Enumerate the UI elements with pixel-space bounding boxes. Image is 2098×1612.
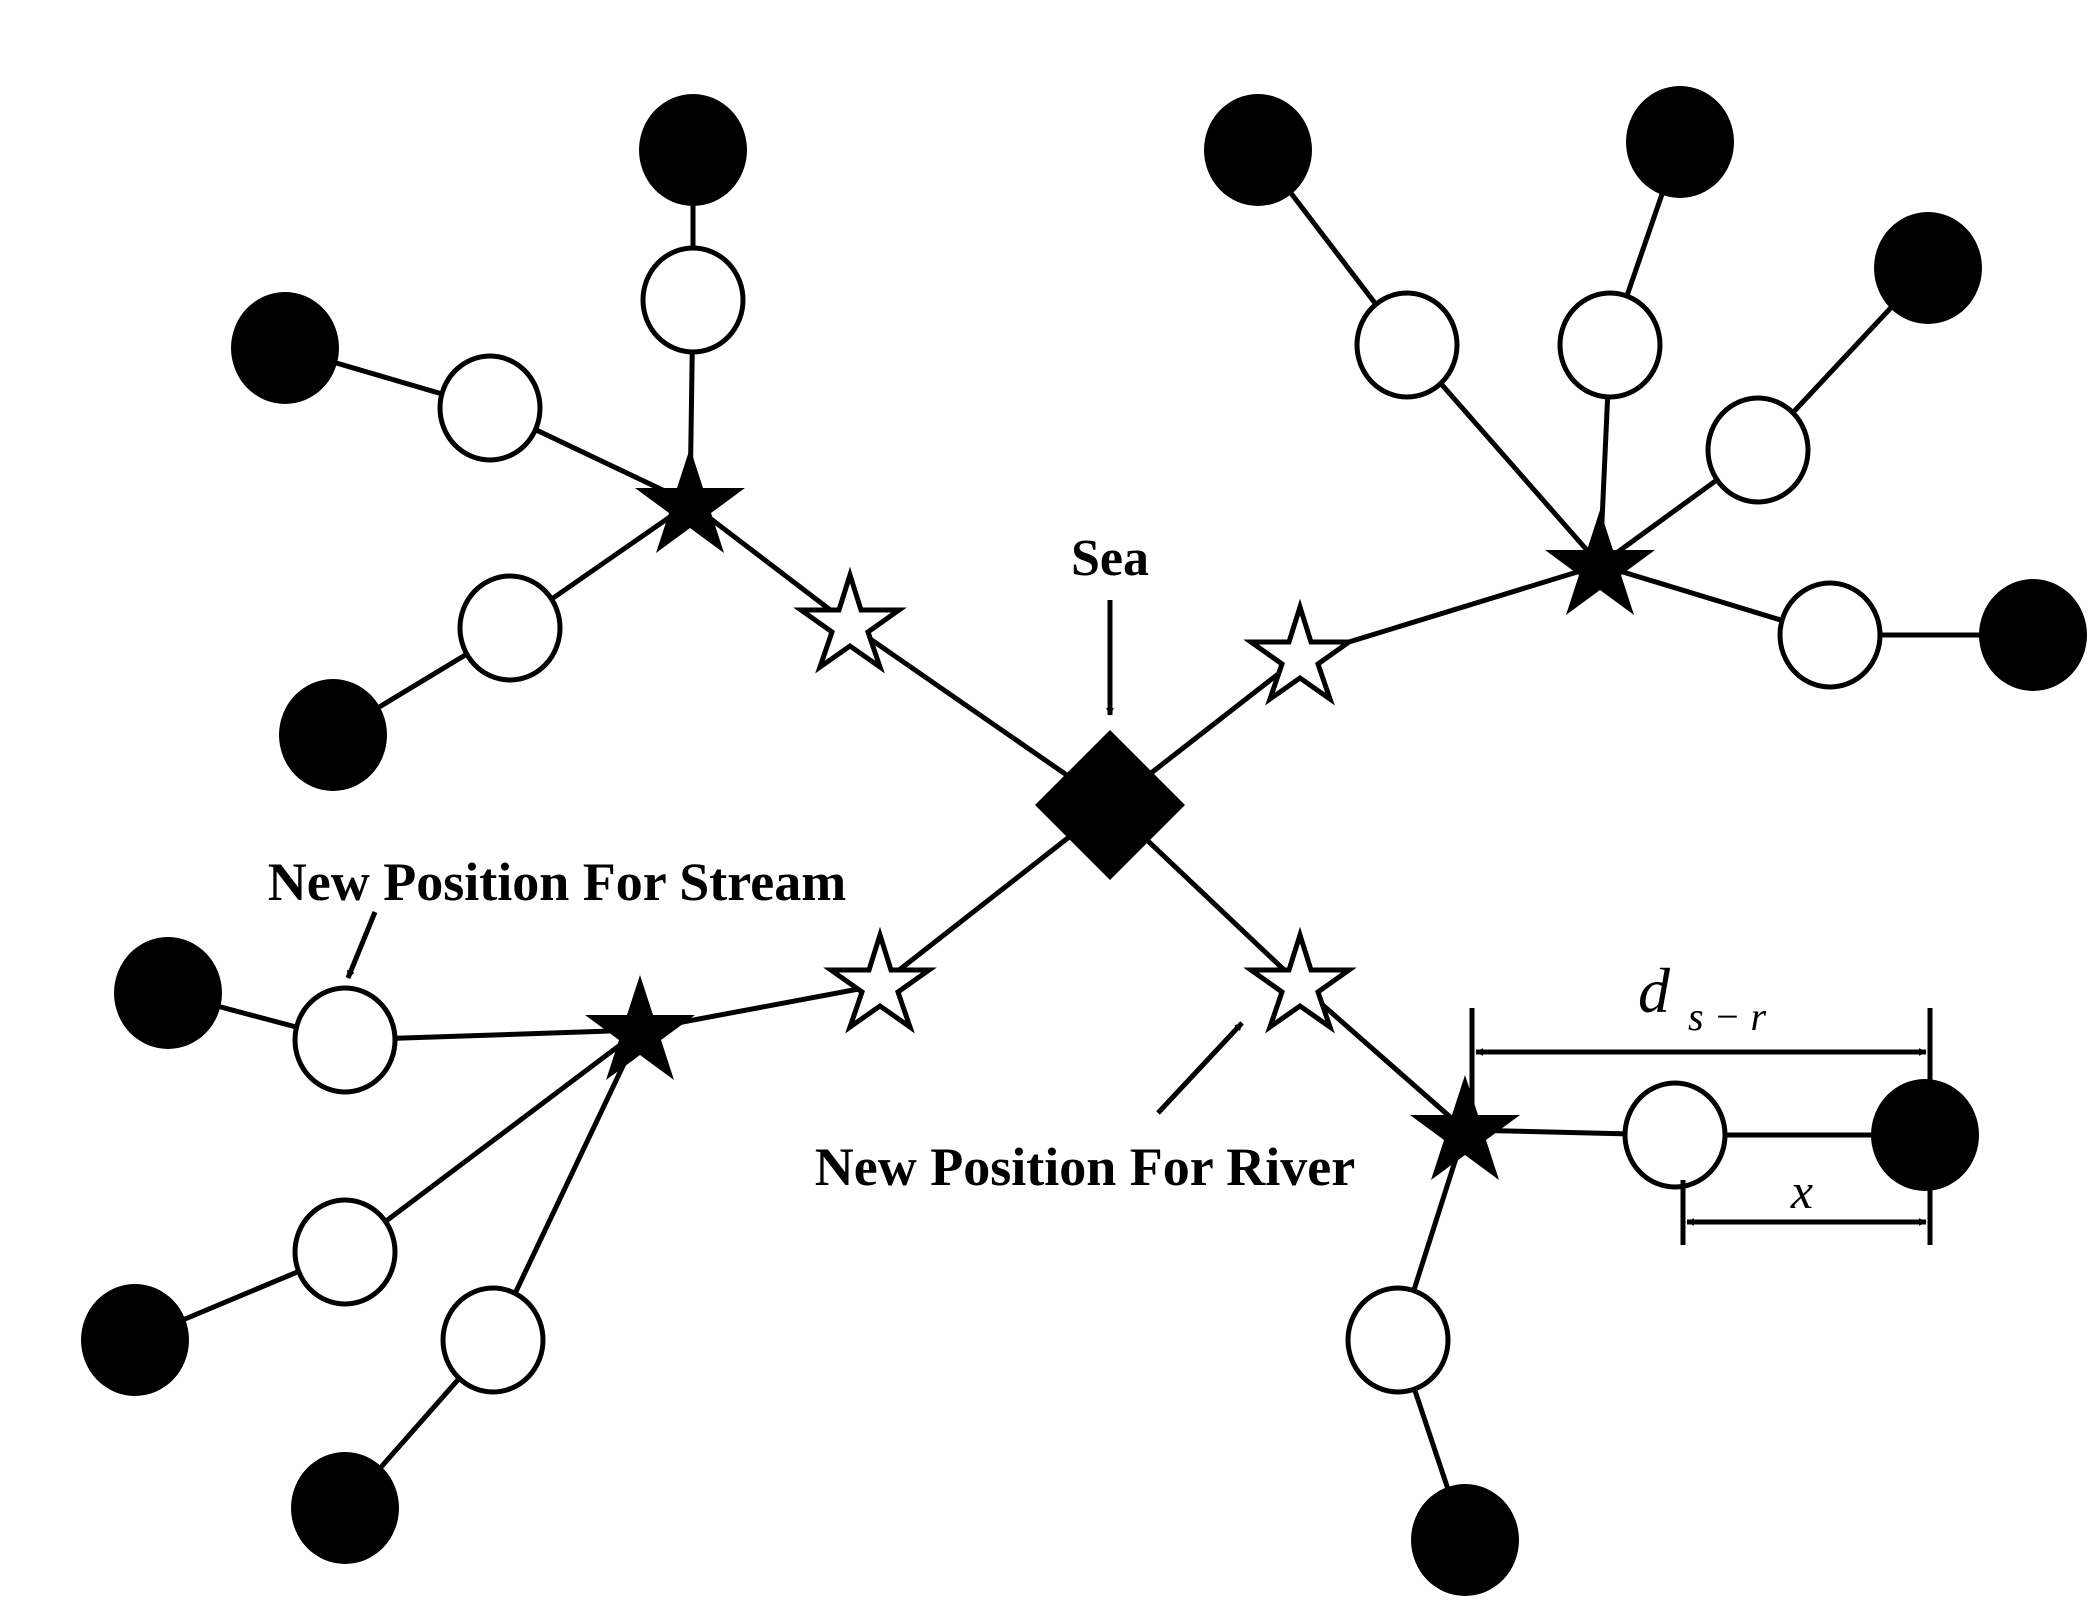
edge-ll-river-stream2	[343, 1028, 642, 1254]
stream-arrow-icon	[345, 911, 378, 979]
hollow-star-icon	[1243, 598, 1357, 706]
stream-tips	[81, 86, 2087, 1596]
dimension-markers	[1469, 1008, 1933, 1245]
new-position-river-label: New Position For River	[815, 1137, 1355, 1197]
d-symbol: d	[1638, 955, 1671, 1026]
hollow-circle-icon	[437, 353, 543, 463]
hollow-circle-icon	[292, 1197, 398, 1307]
hollow-circle-icon	[1354, 290, 1460, 400]
hollow-star-icon	[793, 566, 907, 674]
filled-circle-icon	[291, 1452, 399, 1564]
hollow-circle-icon	[640, 245, 746, 355]
hollow-circle-icon	[292, 985, 398, 1095]
filled-circle-icon	[1626, 86, 1734, 198]
filled-star-icon	[1545, 510, 1655, 615]
filled-circle-icon	[81, 1284, 189, 1396]
filled-star-icon	[585, 975, 695, 1080]
edge-ll-river-stream3	[490, 1028, 643, 1342]
filled-circle-icon	[1874, 212, 1982, 324]
new-river-positions	[793, 566, 1357, 1034]
hollow-circle-icon	[1777, 580, 1883, 690]
filled-circle-icon	[1979, 579, 2087, 691]
sea-label: Sea	[1071, 530, 1149, 587]
filled-circle-icon	[231, 292, 339, 404]
hollow-circle-icon	[1705, 395, 1811, 505]
edge-hollowstar-lr-river-lr	[1298, 983, 1467, 1132]
hollow-circle-icon	[457, 573, 563, 683]
filled-circle-icon	[1871, 1079, 1979, 1191]
d-sr-label: d s − r	[1638, 955, 1767, 1039]
hollow-circle-icon	[1345, 1285, 1451, 1395]
hollow-star-icon	[1243, 926, 1357, 1034]
filled-star-icon	[635, 448, 745, 553]
hollow-circle-icon	[440, 1285, 546, 1395]
new-position-stream-label: New Position For Stream	[268, 852, 846, 912]
hollow-star-icon	[823, 926, 937, 1034]
streams	[292, 245, 1883, 1395]
river-arrow-icon	[1156, 1021, 1244, 1115]
filled-circle-icon	[279, 679, 387, 791]
filled-circle-icon	[1411, 1484, 1519, 1596]
rivers	[585, 448, 1655, 1180]
hollow-circle-icon	[1557, 290, 1663, 400]
annotation-arrows	[345, 600, 1244, 1115]
sea-diamond-icon	[1035, 730, 1185, 880]
x-label: x	[1790, 1163, 1813, 1219]
filled-circle-icon	[639, 94, 747, 206]
hollow-circle-icon	[1622, 1080, 1728, 1190]
filled-circle-icon	[114, 937, 222, 1049]
edge-hollowstar-ul-river-ul	[688, 501, 852, 627]
filled-star-icon	[1410, 1075, 1520, 1180]
d-subscript: s − r	[1688, 994, 1767, 1039]
filled-circle-icon	[1204, 94, 1312, 206]
